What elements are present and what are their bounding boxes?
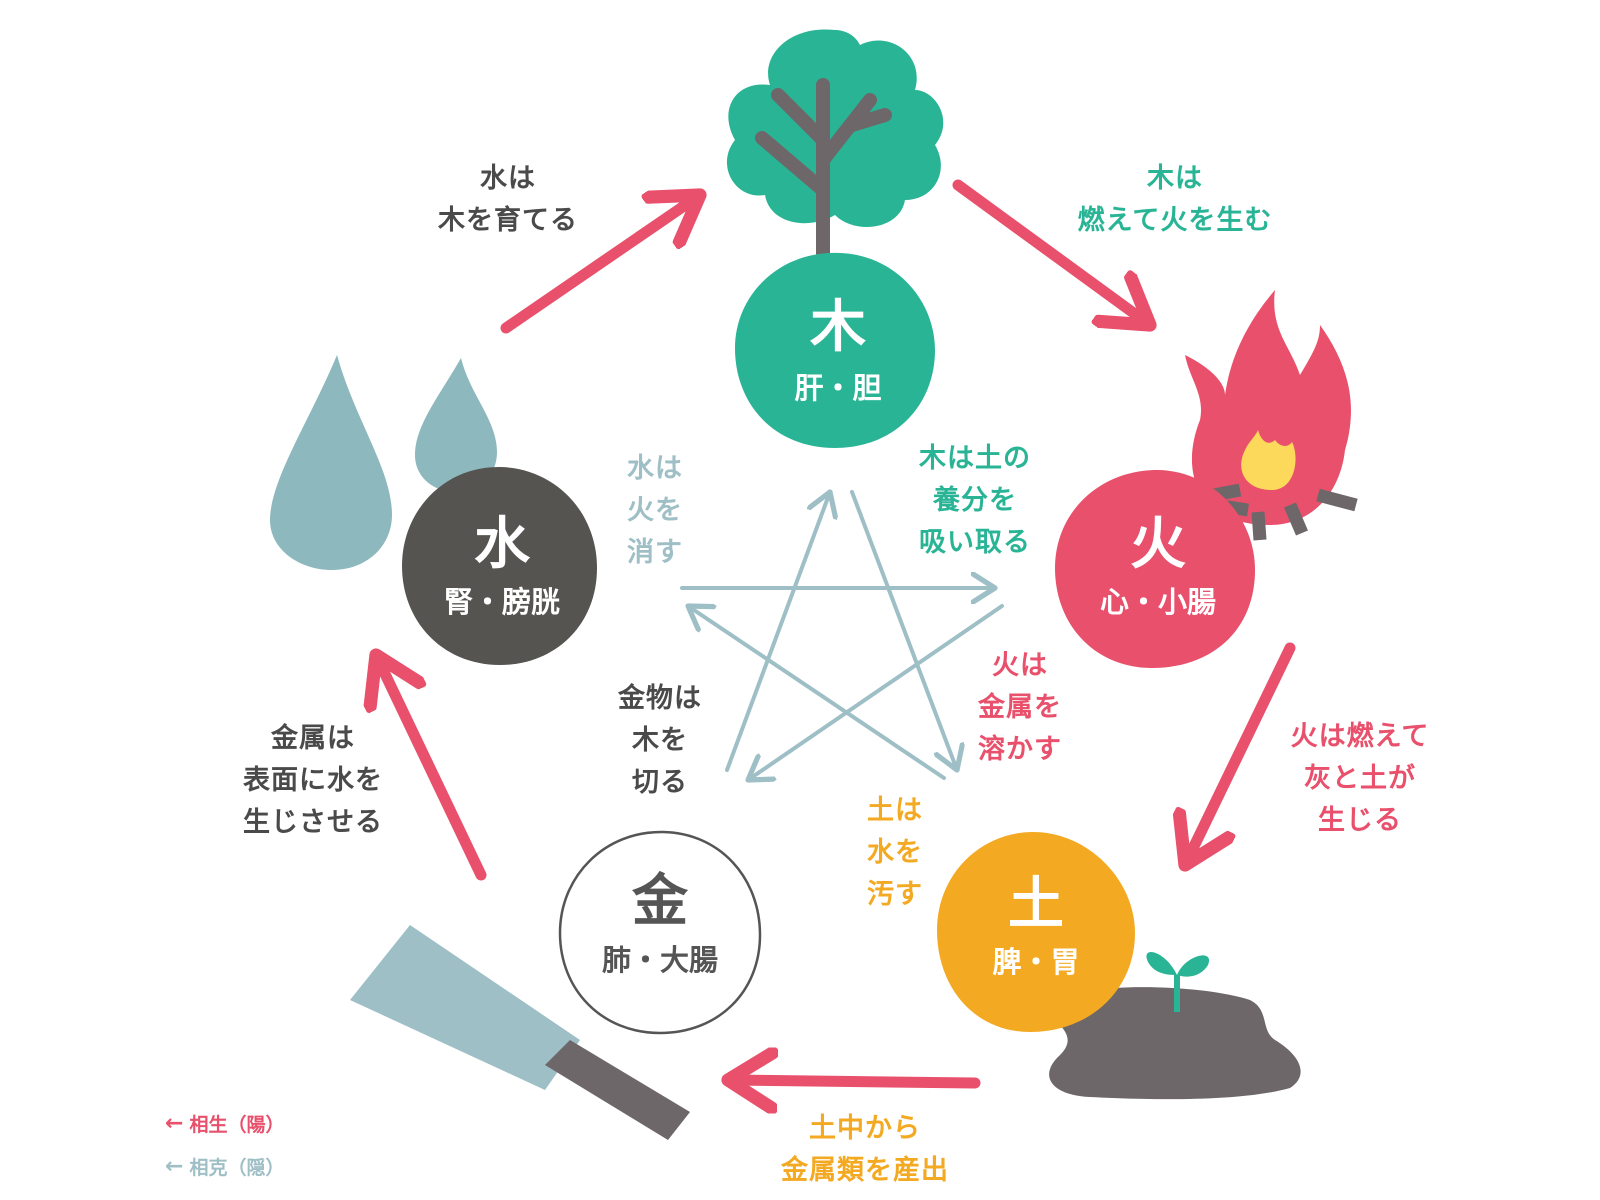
label-wood-controls-earth: 木は土の 養分を 吸い取る <box>919 443 1031 558</box>
fire-name: 火 <box>1130 512 1186 577</box>
generating-arrows <box>376 179 1296 1083</box>
label-fire-controls-metal: 火は 金属を 溶かす <box>978 650 1062 765</box>
arrow-wood-to-earth <box>850 490 957 770</box>
earth-organs: 脾・胃 <box>992 945 1079 979</box>
metal-organs: 肺・大腸 <box>602 943 718 977</box>
wood-organs: 肝・胆 <box>794 371 881 405</box>
label-wood-generates-fire: 木は 燃えて火を生む <box>1077 163 1273 236</box>
label-water-controls-fire: 水は 火を 消す <box>627 453 683 568</box>
earth-name: 土 <box>1008 872 1064 937</box>
label-earth-generates-metal: 土中から 金属類を産出 <box>781 1113 949 1186</box>
legend-generating: ← 相生（陽） <box>165 1111 285 1136</box>
controlling-arrows <box>680 490 1004 780</box>
label-water-generates-wood: 水は 木を育てる <box>438 163 578 236</box>
metal-circle <box>558 830 762 1035</box>
label-earth-controls-water: 土は 水を 汚す <box>867 795 923 910</box>
legend-controlling: ← 相克（隠） <box>165 1154 285 1179</box>
arrow-wood-to-fire <box>952 179 1150 325</box>
arrow-left-icon: ← <box>165 1111 184 1136</box>
arrow-water-to-wood <box>500 195 700 334</box>
fire-circle <box>1055 470 1255 668</box>
water-organs: 腎・膀胱 <box>444 585 560 619</box>
saw-icon <box>350 925 690 1140</box>
arrow-metal-to-wood <box>725 492 830 772</box>
arrow-fire-to-metal <box>748 604 1004 780</box>
metal-name: 金 <box>631 869 689 934</box>
wood-circle <box>735 252 935 448</box>
arrow-fire-to-earth <box>1185 642 1296 865</box>
water-circle <box>402 466 597 665</box>
label-metal-generates-water: 金属は 表面に水を 生じさせる <box>243 723 383 838</box>
label-metal-controls-wood: 金物は 木を 切る <box>618 683 702 798</box>
label-fire-generates-earth: 火は燃えて 灰と土が 生じる <box>1290 721 1430 836</box>
tree-icon <box>726 29 944 262</box>
water-name: 水 <box>474 512 531 577</box>
arrow-earth-to-water <box>688 606 946 780</box>
arrow-metal-to-water <box>376 655 487 881</box>
fire-icon <box>1185 290 1358 541</box>
soil-sprout-icon <box>1049 952 1301 1100</box>
arrow-earth-to-metal <box>728 1080 981 1083</box>
fire-organs: 心・小腸 <box>1100 585 1216 619</box>
wood-name: 木 <box>810 295 866 360</box>
arrow-left-icon: ← <box>165 1154 184 1179</box>
water-drops-icon <box>270 355 497 570</box>
earth-circle <box>937 832 1135 1032</box>
